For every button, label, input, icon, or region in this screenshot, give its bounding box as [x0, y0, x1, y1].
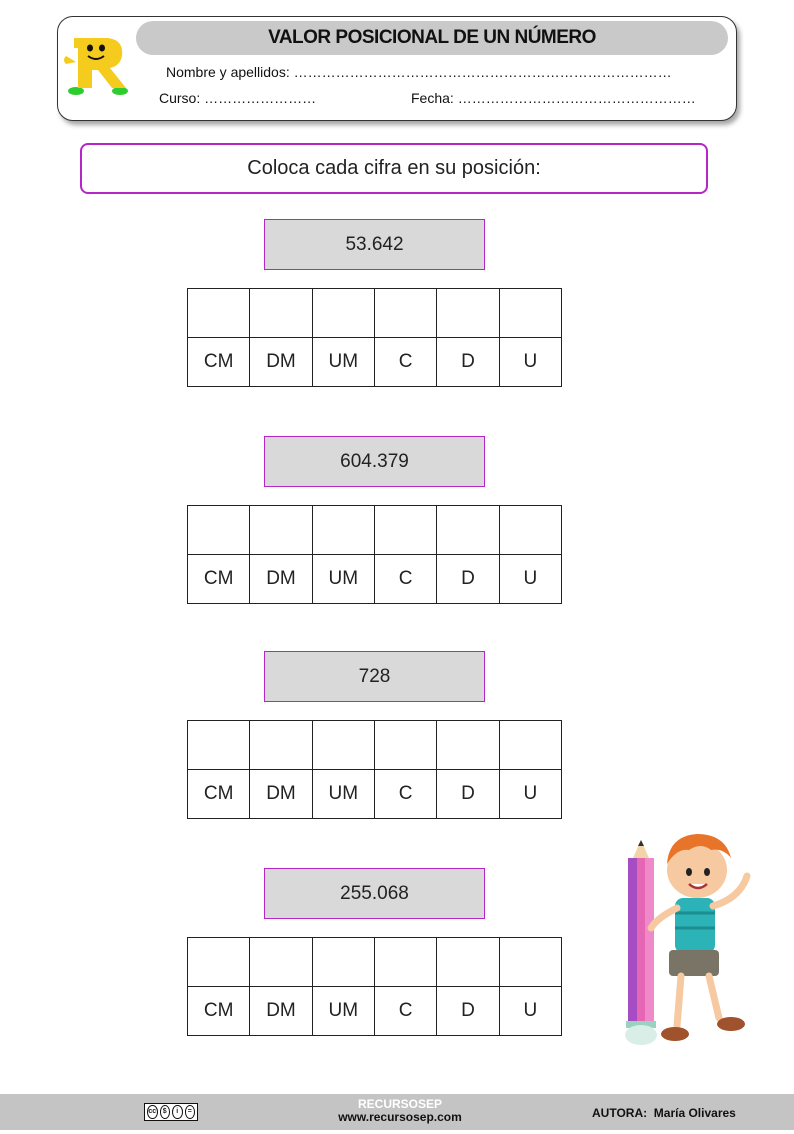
number-box: 604.379	[264, 436, 485, 487]
answer-cell[interactable]	[498, 937, 563, 987]
place-label: CM	[186, 554, 251, 604]
place-label: CM	[186, 986, 251, 1036]
answer-cell[interactable]	[498, 720, 563, 770]
answer-cell[interactable]	[249, 288, 313, 338]
answer-cell[interactable]	[373, 937, 438, 987]
answer-cell[interactable]	[186, 720, 251, 770]
answer-cell[interactable]	[373, 505, 438, 555]
answer-cell[interactable]	[186, 937, 251, 987]
place-label: U	[498, 337, 563, 387]
answer-row	[186, 288, 563, 338]
place-label: D	[436, 986, 500, 1036]
answer-cell[interactable]	[436, 937, 500, 987]
answer-cell[interactable]	[373, 720, 438, 770]
author-label: AUTORA:	[592, 1106, 648, 1120]
worksheet-title: VALOR POSICIONAL DE UN NÚMERO	[136, 21, 728, 55]
place-label: DM	[249, 769, 313, 819]
place-label: C	[373, 554, 438, 604]
answer-cell[interactable]	[436, 288, 500, 338]
answer-cell[interactable]	[498, 288, 563, 338]
answer-cell[interactable]	[249, 937, 313, 987]
answer-cell[interactable]	[249, 720, 313, 770]
answer-cell[interactable]	[373, 288, 438, 338]
place-label: CM	[186, 337, 251, 387]
place-label: UM	[311, 769, 375, 819]
number-box: 255.068	[264, 868, 485, 919]
answer-cell[interactable]	[311, 288, 375, 338]
place-label: U	[498, 769, 563, 819]
place-value-table: CM DM UM C D U	[186, 505, 563, 604]
author-name: María Olivares	[653, 1106, 736, 1120]
answer-cell[interactable]	[498, 505, 563, 555]
footer-site-url[interactable]: www.recursosep.com	[338, 1110, 462, 1124]
label-row: CM DM UM C D U	[186, 337, 563, 387]
number-box: 53.642	[264, 219, 485, 270]
label-row: CM DM UM C D U	[186, 769, 563, 819]
answer-cell[interactable]	[436, 720, 500, 770]
place-label: CM	[186, 769, 251, 819]
answer-cell[interactable]	[311, 937, 375, 987]
place-label: D	[436, 769, 500, 819]
place-value-table: CM DM UM C D U	[186, 720, 563, 819]
recursosep-logo-icon	[64, 38, 128, 95]
answer-row	[186, 937, 563, 987]
place-label: UM	[311, 554, 375, 604]
answer-row	[186, 720, 563, 770]
answer-row	[186, 505, 563, 555]
place-label: DM	[249, 337, 313, 387]
number-box: 728	[264, 651, 485, 702]
place-label: C	[373, 337, 438, 387]
label-row: CM DM UM C D U	[186, 986, 563, 1036]
footer-site-name: RECURSOSEP	[357, 1097, 443, 1111]
footer-bar	[0, 1094, 794, 1130]
place-label: D	[436, 337, 500, 387]
place-value-table: CM DM UM C D U	[186, 288, 563, 387]
place-value-table: CM DM UM C D U	[186, 937, 563, 1036]
place-label: UM	[311, 986, 375, 1036]
date-field[interactable]: Fecha: ……………………………………………	[411, 90, 696, 106]
label-row: CM DM UM C D U	[186, 554, 563, 604]
place-label: U	[498, 554, 563, 604]
answer-cell[interactable]	[436, 505, 500, 555]
place-label: U	[498, 986, 563, 1036]
answer-cell[interactable]	[311, 505, 375, 555]
place-label: D	[436, 554, 500, 604]
answer-cell[interactable]	[186, 505, 251, 555]
place-label: C	[373, 986, 438, 1036]
place-label: DM	[249, 554, 313, 604]
name-field[interactable]: Nombre y apellidos: ………………………………………………………	[166, 64, 672, 80]
answer-cell[interactable]	[249, 505, 313, 555]
answer-cell[interactable]	[186, 288, 251, 338]
creative-commons-license-icon: cc$i=	[144, 1103, 198, 1121]
footer-author: AUTORA: María Olivares	[592, 1106, 736, 1120]
boy-with-pencil-illustration	[625, 834, 751, 1045]
answer-cell[interactable]	[311, 720, 375, 770]
place-label: C	[373, 769, 438, 819]
place-label: UM	[311, 337, 375, 387]
place-label: DM	[249, 986, 313, 1036]
instruction-box: Coloca cada cifra en su posición:	[80, 143, 708, 194]
course-field[interactable]: Curso: ……………………	[159, 90, 317, 106]
